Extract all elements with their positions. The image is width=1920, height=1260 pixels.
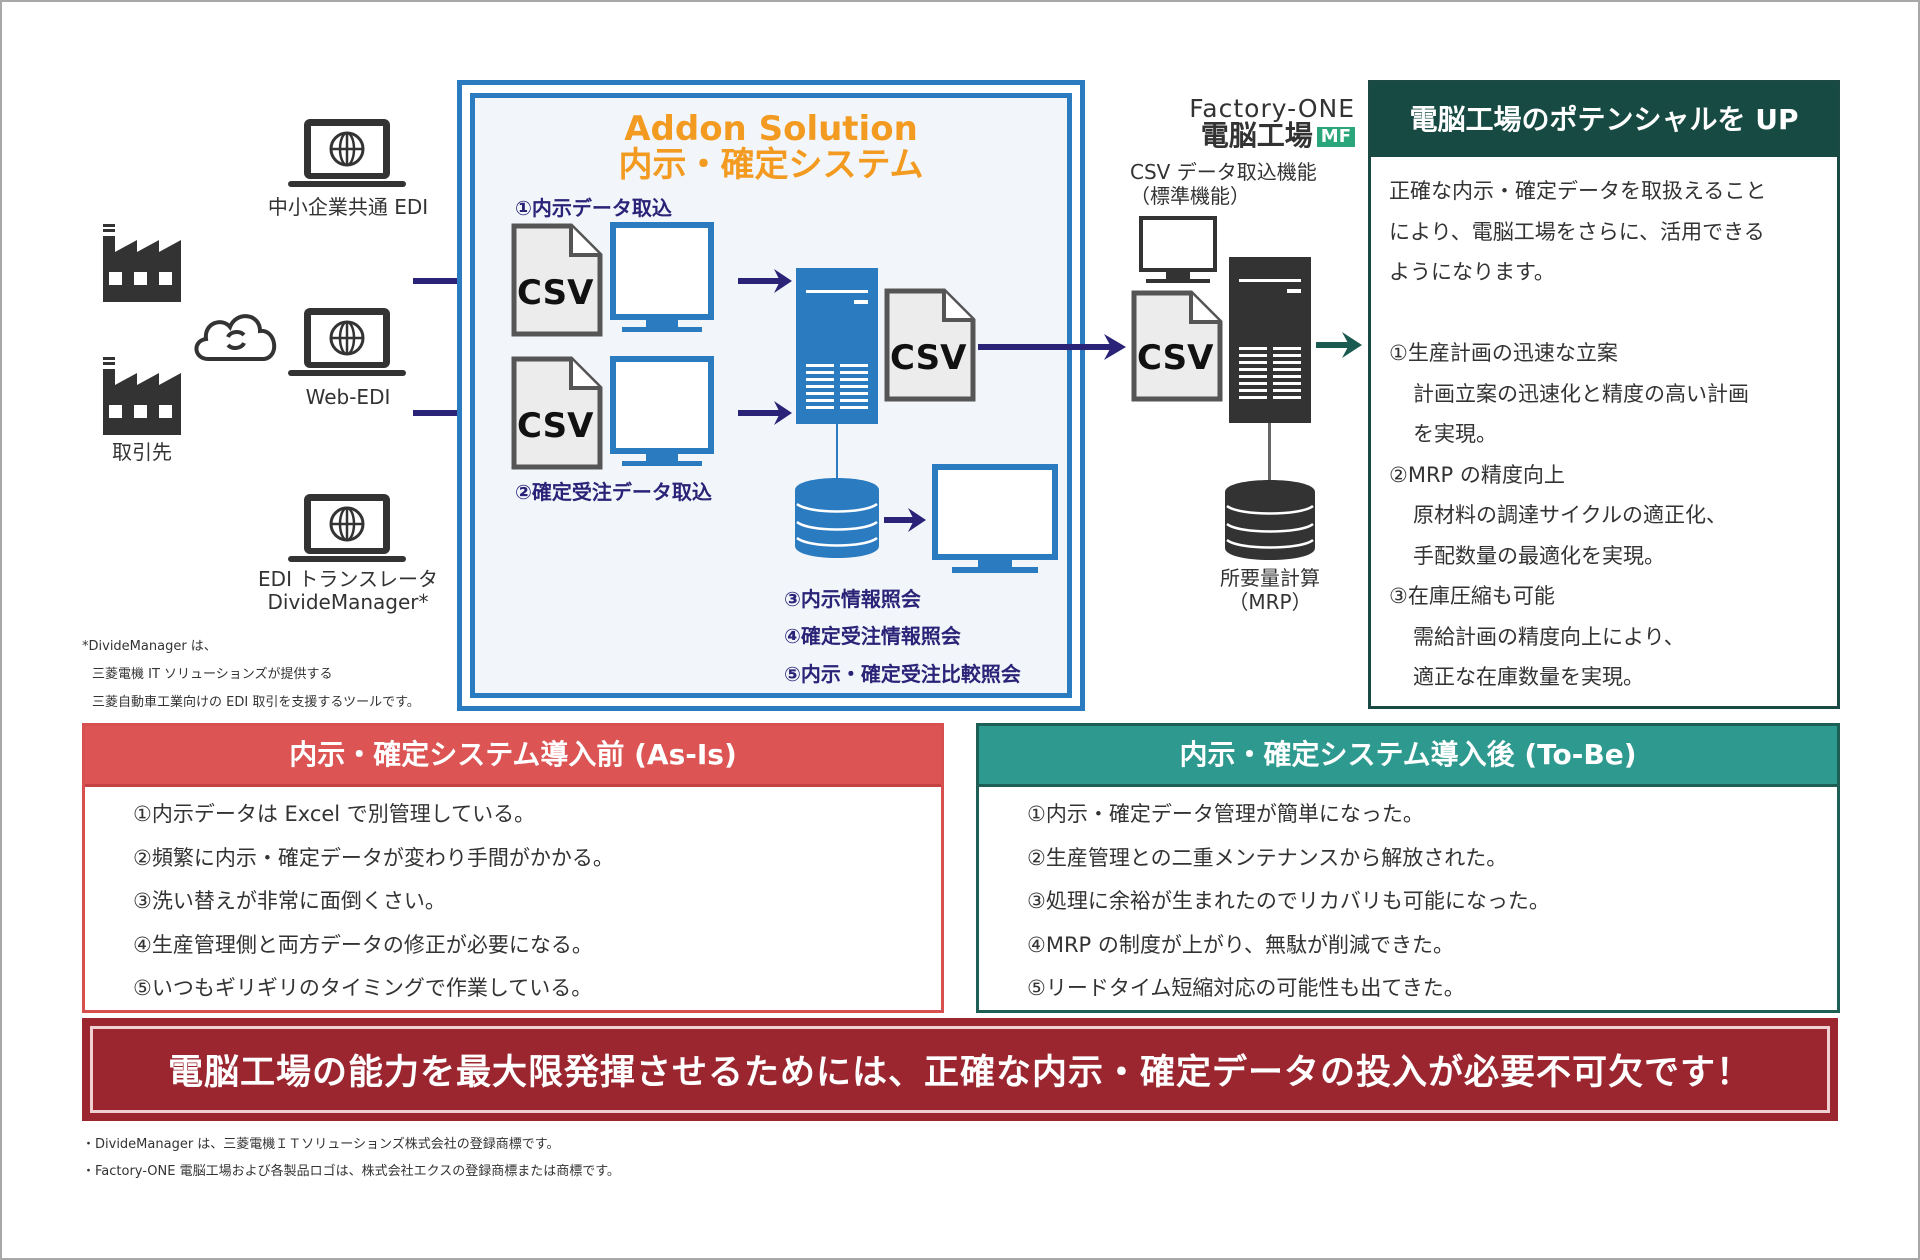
database-icon	[795, 478, 879, 558]
monitor-icon	[610, 222, 714, 334]
step-label: ⑤内示・確定受注比較照会	[784, 662, 1021, 686]
connector-line	[836, 424, 838, 480]
addon-title: Addon Solution 内示・確定システム	[470, 109, 1072, 185]
edi-node-label: 中小企業共通 EDI	[267, 195, 429, 219]
laptop-globe-icon	[288, 492, 406, 564]
import-line2: （標準機能）	[1130, 184, 1250, 208]
server-icon	[796, 268, 878, 424]
mrp-label: 所要量計算 （MRP）	[1190, 566, 1350, 614]
list-item: ①内示データは Excel で別管理している。	[133, 802, 536, 826]
cloud-sync-icon	[190, 305, 282, 365]
list-item: ③洗い替えが非常に面倒くさい。	[133, 889, 446, 913]
potential-line: 原材料の調達サイクルの適正化、	[1413, 503, 1727, 527]
banner-text: 電脳工場の能力を最大限発揮させるためには、正確な内示・確定データの投入が必要不可…	[90, 1026, 1830, 1113]
arrow-right-icon	[738, 268, 794, 294]
arrow-right-icon	[1316, 331, 1364, 359]
to-be-list: ①内示・確定データ管理が簡単になった。 ②生産管理との二重メンテナンスから解放さ…	[979, 787, 1837, 1011]
csv-label: CSV	[1137, 338, 1214, 378]
arrow-right-icon	[738, 400, 794, 426]
list-item: ④MRP の制度が上がり、無駄が削減できた。	[1027, 932, 1455, 957]
factory-icon	[103, 224, 181, 302]
list-item: ③処理に余裕が生まれたのでリカバリも可能になった。	[1027, 889, 1550, 913]
list-item: ②頻繁に内示・確定データが変わり手間がかかる。	[133, 845, 614, 870]
mf-badge: MF	[1316, 127, 1355, 147]
step-label: ③内示情報照会	[784, 587, 921, 611]
potential-panel: 電脳工場のポテンシャルを UP 正確な内示・確定データを取扱えることにより、電脳…	[1368, 80, 1840, 709]
list-item: ①内示・確定データ管理が簡単になった。	[1027, 802, 1424, 826]
arrow-right-icon	[978, 333, 1128, 361]
footnote: ・DivideManager は、三菱電機ＩＴソリューションズ株式会社の登録商標…	[82, 1137, 560, 1152]
to-be-title: 内示・確定システム導入後 (To-Be)	[979, 726, 1837, 787]
list-item: ⑤いつもギリギリのタイミングで作業している。	[133, 976, 593, 1000]
import-function-label: CSV データ取込機能 （標準機能）	[1130, 160, 1317, 208]
partner-label: 取引先	[112, 440, 172, 464]
note-line: 三菱電機 IT ソリューションズが提供する	[92, 667, 333, 682]
potential-line	[1389, 293, 1819, 334]
potential-line: 需給計画の精度向上により、	[1413, 624, 1685, 649]
import-line1: CSV データ取込機能	[1130, 160, 1317, 184]
potential-line: 計画立案の迅速化と精度の高い計画	[1413, 381, 1749, 406]
potential-line: により、電脳工場をさらに、活用できる	[1389, 219, 1765, 244]
addon-title-line1: Addon Solution	[624, 109, 918, 149]
logo-bottom-text: 電脳工場	[1200, 119, 1313, 152]
csv-file-icon: CSV	[511, 223, 603, 337]
csv-file-icon: CSV	[884, 288, 976, 402]
server-icon	[1229, 257, 1311, 423]
mrp-line1: 所要量計算	[1220, 566, 1320, 590]
potential-line: 手配数量の最適化を実現。	[1413, 543, 1665, 568]
monitor-icon	[610, 356, 714, 468]
step-label: ①内示データ取込	[515, 196, 672, 220]
factory-icon	[103, 357, 181, 435]
step-label: ④確定受注情報照会	[784, 624, 961, 648]
potential-line: 適正な在庫数量を実現。	[1413, 665, 1644, 689]
laptop-globe-icon	[288, 117, 406, 189]
arrow-right-icon	[884, 507, 928, 533]
csv-label: CSV	[890, 338, 967, 378]
potential-line: 正確な内示・確定データを取扱えること	[1389, 179, 1767, 203]
note-line: 三菱自動車工業向けの EDI 取引を支援するツールです。	[92, 695, 420, 710]
csv-file-icon: CSV	[511, 356, 603, 470]
logo-top: Factory-ONE	[1189, 94, 1355, 123]
potential-line: を実現。	[1413, 422, 1497, 446]
potential-line: ようになります。	[1389, 260, 1555, 284]
connector-line	[1268, 423, 1271, 483]
csv-label: CSV	[517, 273, 594, 313]
list-item: ④生産管理側と両方データの修正が必要になる。	[133, 932, 593, 957]
monitor-icon	[1138, 215, 1218, 287]
divide-manager-note: *DivideManager は、 三菱電機 IT ソリューションズが提供する …	[82, 633, 420, 717]
monitor-icon	[932, 464, 1058, 578]
laptop-globe-icon	[288, 306, 406, 378]
potential-line: ①生産計画の迅速な立案	[1389, 341, 1618, 365]
addon-title-line2: 内示・確定システム	[618, 144, 924, 185]
as-is-title: 内示・確定システム導入前 (As-Is)	[85, 726, 941, 787]
edi-node-label: Web-EDI	[305, 385, 391, 409]
potential-line: ③在庫圧縮も可能	[1389, 584, 1555, 608]
conclusion-banner: 電脳工場の能力を最大限発揮させるためには、正確な内示・確定データの投入が必要不可…	[82, 1018, 1838, 1121]
csv-label: CSV	[517, 406, 594, 446]
footnote: ・Factory-ONE 電脳工場および各製品ロゴは、株式会社エクスの登録商標ま…	[82, 1164, 620, 1179]
mrp-line2: （MRP）	[1228, 590, 1312, 614]
as-is-box: 内示・確定システム導入前 (As-Is) ①内示データは Excel で別管理し…	[82, 723, 944, 1013]
potential-title: 電脳工場のポテンシャルを UP	[1371, 83, 1837, 157]
note-line: *DivideManager は、	[82, 639, 217, 654]
list-item: ⑤リードタイム短縮対応の可能性も出てきた。	[1027, 976, 1465, 1000]
potential-line: ②MRP の精度向上	[1389, 462, 1565, 487]
as-is-list: ①内示データは Excel で別管理している。 ②頻繁に内示・確定データが変わり…	[85, 787, 941, 1011]
edi-node-label: DivideManager*	[267, 590, 429, 614]
step-label: ②確定受注データ取込	[515, 480, 712, 504]
list-item: ②生産管理との二重メンテナンスから解放された。	[1027, 845, 1508, 870]
database-icon	[1225, 480, 1315, 560]
edi-node-label: EDI トランスレータ	[258, 567, 438, 591]
csv-file-icon: CSV	[1131, 290, 1223, 402]
potential-body: 正確な内示・確定データを取扱えることにより、電脳工場をさらに、活用できるようにな…	[1371, 157, 1837, 698]
to-be-box: 内示・確定システム導入後 (To-Be) ①内示・確定データ管理が簡単になった。…	[976, 723, 1840, 1013]
